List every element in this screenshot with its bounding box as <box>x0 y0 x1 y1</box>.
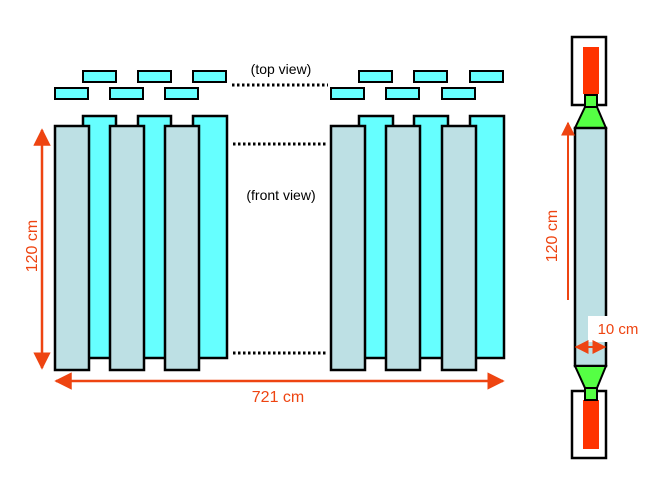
front-view-label: (front view) <box>246 187 315 203</box>
top-view <box>54 70 504 100</box>
top-view-bar <box>469 70 504 83</box>
top-view-bar <box>54 87 89 100</box>
light-guide-neck-top <box>584 94 598 108</box>
front-view-bar-front <box>108 124 146 372</box>
top-view-label: (top view) <box>251 61 312 77</box>
top-view-bar <box>330 87 365 100</box>
width-dimension-label: 721 cm <box>252 389 304 406</box>
light-guide-neck-bottom-overlay <box>584 387 598 401</box>
front-view-bar-front <box>163 124 201 372</box>
top-view-bar <box>164 87 199 100</box>
front-view-bar-front <box>440 124 478 372</box>
front-view-right <box>329 114 506 372</box>
front-view-bar-front <box>384 124 422 372</box>
front-view-left <box>53 114 229 372</box>
side-height-dimension-label: 120 cm <box>544 210 561 262</box>
top-view-bar <box>385 87 420 100</box>
top-view-bar <box>109 87 144 100</box>
top-view-bar <box>192 70 227 83</box>
top-view-bar <box>413 70 448 83</box>
top-view-bar <box>82 70 117 83</box>
pmt-top <box>583 47 599 94</box>
light-guide-top <box>573 106 608 129</box>
top-view-bar <box>137 70 172 83</box>
top-view-bar <box>441 87 476 100</box>
front-view-bar-front <box>53 124 91 372</box>
height-dimension-label: 120 cm <box>24 220 41 272</box>
front-view-bar-front <box>329 124 367 372</box>
thickness-label-bg <box>588 316 650 342</box>
light-guide-bottom <box>573 365 608 389</box>
side-view <box>570 35 608 460</box>
thickness-dimension-label: 10 cm <box>598 321 639 338</box>
pmt-bottom <box>583 400 599 449</box>
top-view-bar <box>358 70 393 83</box>
